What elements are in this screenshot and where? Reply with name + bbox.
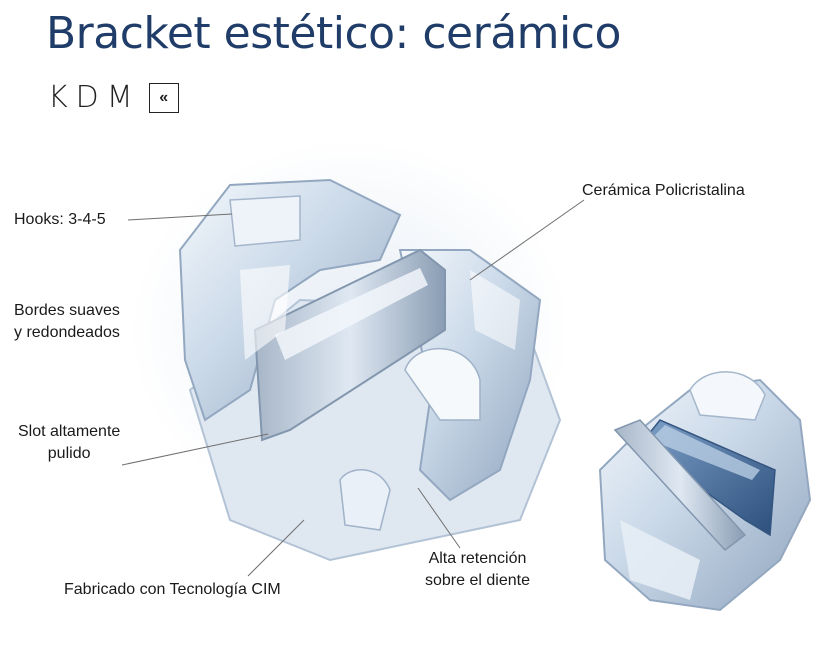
secondary-bracket — [598, 371, 812, 612]
label-bordes-line2: y redondeados — [14, 324, 120, 341]
label-hooks: Hooks: 3-4-5 — [14, 211, 106, 228]
label-bordes: Bordes suaves y redondeados — [14, 300, 120, 344]
label-slot-line1: Slot altamente — [18, 423, 121, 440]
leader-hooks — [127, 213, 233, 221]
label-ceramica: Cerámica Policristalina — [582, 182, 745, 199]
label-alta-line2: sobre el diente — [425, 572, 530, 589]
brand-logo: KDM « — [48, 80, 179, 115]
label-slot: Slot altamente pulido — [18, 421, 120, 465]
page-title: Bracket estético: cerámico — [46, 8, 621, 59]
brand-name: KDM — [48, 80, 141, 115]
leader-fabricado — [247, 519, 305, 577]
label-alta: Alta retención sobre el diente — [425, 548, 530, 592]
label-fabricado: Fabricado con Tecnología CIM — [64, 581, 281, 598]
main-bracket — [178, 178, 562, 562]
label-bordes-line1: Bordes suaves — [14, 302, 120, 319]
leader-slot — [121, 433, 269, 466]
leader-alta — [417, 487, 461, 549]
leader-lines — [121, 199, 585, 577]
brand-mark-icon: « — [148, 82, 179, 113]
leader-ceramica — [469, 199, 585, 281]
label-alta-line1: Alta retención — [428, 550, 527, 567]
label-slot-line2: pulido — [47, 445, 91, 462]
